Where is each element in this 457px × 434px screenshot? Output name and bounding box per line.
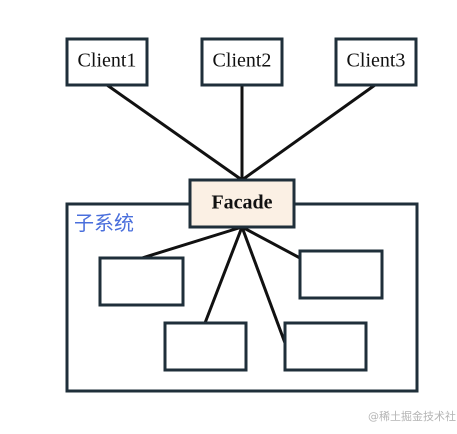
subsystem-module-1	[98, 256, 185, 307]
client1-label: Client1	[78, 50, 137, 72]
facade-label: Facade	[211, 192, 272, 214]
client3-label: Client3	[347, 50, 406, 72]
connector-client1-facade	[106, 83, 243, 182]
facade-box: Facade	[188, 178, 296, 229]
connector-facade-module4	[240, 226, 287, 344]
subsystem-module-2	[298, 249, 384, 300]
subsystem-title: 子系统	[74, 211, 134, 235]
client3-box: Client3	[334, 37, 418, 87]
subsystem-module-4	[283, 321, 368, 372]
client1-box: Client1	[65, 37, 149, 87]
client2-box: Client2	[200, 37, 284, 87]
connector-facade-module2	[241, 225, 301, 260]
connector-facade-module3	[203, 226, 244, 324]
watermark-text: @稀土掘金技术社区	[368, 409, 457, 423]
subsystem-module-3	[163, 321, 248, 372]
connector-facade-module1	[141, 225, 243, 260]
client2-label: Client2	[213, 50, 272, 72]
connector-client3-facade	[241, 83, 376, 182]
